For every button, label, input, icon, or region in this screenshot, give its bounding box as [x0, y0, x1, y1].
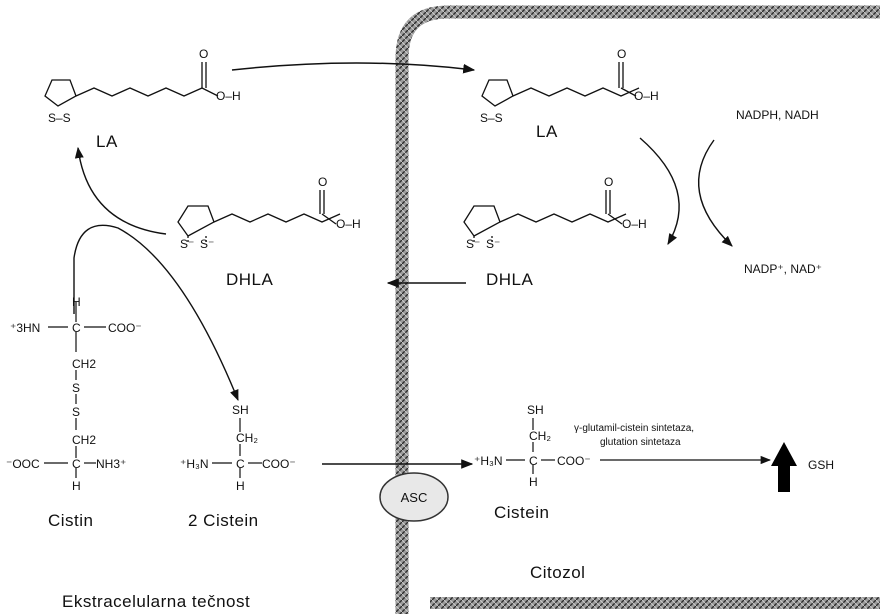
cistein-molecule-right	[506, 418, 555, 474]
cistin-h-bottom: H	[72, 479, 81, 493]
cistein-left-h: H	[236, 479, 245, 493]
dhla-molecule-left	[177, 190, 341, 244]
gsh-label: GSH	[808, 458, 835, 472]
dhla-molecule-right	[463, 190, 627, 244]
cistein-right-label: Cistein	[494, 503, 550, 522]
dhla-right-label: DHLA	[486, 270, 534, 289]
arrow-cistin-reduction	[73, 224, 239, 402]
la-molecule-left	[44, 62, 219, 107]
la-left-oh: O–H	[216, 89, 241, 103]
cistein-right-h3n: ⁺H₃N	[474, 454, 503, 468]
la-right-label: LA	[536, 122, 558, 141]
citozol-label: Citozol	[530, 563, 586, 582]
arrow-dhla-to-la	[74, 146, 167, 235]
cistin-c-bottom: C	[72, 457, 81, 471]
extracellular-label: Ekstracelularna tečnost	[62, 592, 251, 611]
gsh-up-arrow	[771, 442, 797, 492]
dhla-left-oh: O–H	[336, 217, 361, 231]
cistin-nh3: NH3⁺	[96, 457, 126, 471]
dhla-right-s1: S⁻	[466, 237, 480, 251]
cell-membrane-right-cap	[874, 6, 880, 18]
cistein-molecule-left	[212, 418, 262, 478]
nadp-label: NADP⁺, NAD⁺	[744, 262, 823, 276]
cistin-h-top: H	[72, 295, 81, 309]
dhla-right-o: O	[604, 175, 613, 189]
la-left-ss: S–S	[48, 111, 71, 125]
nadph-label: NADPH, NADH	[736, 108, 819, 122]
arrow-nadph-in	[639, 137, 680, 245]
asc-label: ASC	[401, 490, 428, 505]
dhla-left-s2: S⁻	[200, 237, 214, 251]
cistin-ch2-top: CH2	[72, 357, 96, 371]
la-left-label: LA	[96, 132, 118, 151]
arrow-la-transport	[231, 62, 476, 74]
asc-transporter	[379, 472, 449, 522]
arrow-nadp-out	[697, 139, 733, 247]
cistein-left-c: C	[236, 457, 245, 471]
la-molecule-right	[481, 62, 640, 107]
dhla-left-s1: S⁻	[180, 237, 194, 251]
cistein-left-ch2: CH₂	[236, 431, 258, 445]
cistin-s2: S	[72, 405, 80, 419]
cistin-coo-top: COO⁻	[108, 321, 142, 335]
dhla-left-o: O	[318, 175, 327, 189]
cistein-left-h3n: ⁺H₃N	[180, 457, 209, 471]
cistin-ch2-bottom: CH2	[72, 433, 96, 447]
cistein-right-sh: SH	[527, 403, 544, 417]
enzyme-label-2: glutation sintetaza	[600, 437, 681, 448]
dhla-right-s2: S⁻	[486, 237, 500, 251]
cistein-left-sh: SH	[232, 403, 249, 417]
la-right-ss: S–S	[480, 111, 503, 125]
dhla-right-oh: O–H	[622, 217, 647, 231]
cistin-ooc: ⁻OOC	[6, 457, 40, 471]
cistein-right-c: C	[529, 454, 538, 468]
cistein-left-label: 2 Cistein	[188, 511, 259, 530]
cistin-n3h: ⁺3HN	[10, 321, 40, 335]
enzyme-label-1: γ-glutamil-cistein sintetaza,	[574, 423, 695, 434]
la-left-o: O	[199, 47, 208, 61]
cistin-c-top: C	[72, 321, 81, 335]
cistein-right-coo: COO⁻	[557, 454, 591, 468]
cistin-molecule	[44, 302, 106, 478]
la-right-oh: O–H	[634, 89, 659, 103]
cistein-right-ch2: CH₂	[529, 429, 551, 443]
cistin-label: Cistin	[48, 511, 94, 530]
dhla-left-label: DHLA	[226, 270, 274, 289]
cistein-right-h: H	[529, 475, 538, 489]
cistein-left-coo: COO⁻	[262, 457, 296, 471]
cell-membrane	[395, 5, 880, 614]
la-right-o: O	[617, 47, 626, 61]
cistin-s1: S	[72, 381, 80, 395]
